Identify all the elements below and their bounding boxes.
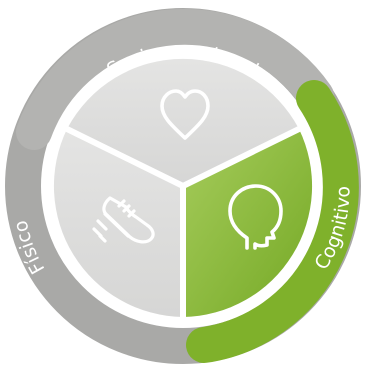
outer-ring-top-highlight (16, 8, 334, 150)
heart-icon (160, 89, 210, 140)
head-icon (228, 184, 283, 250)
sector-fisico[interactable] (53, 129, 184, 317)
sector-cognitivo[interactable] (183, 129, 313, 317)
sneaker-icon (92, 196, 155, 244)
sector-dividers (60, 124, 306, 325)
cognitivo-ring-arc (186, 80, 359, 363)
